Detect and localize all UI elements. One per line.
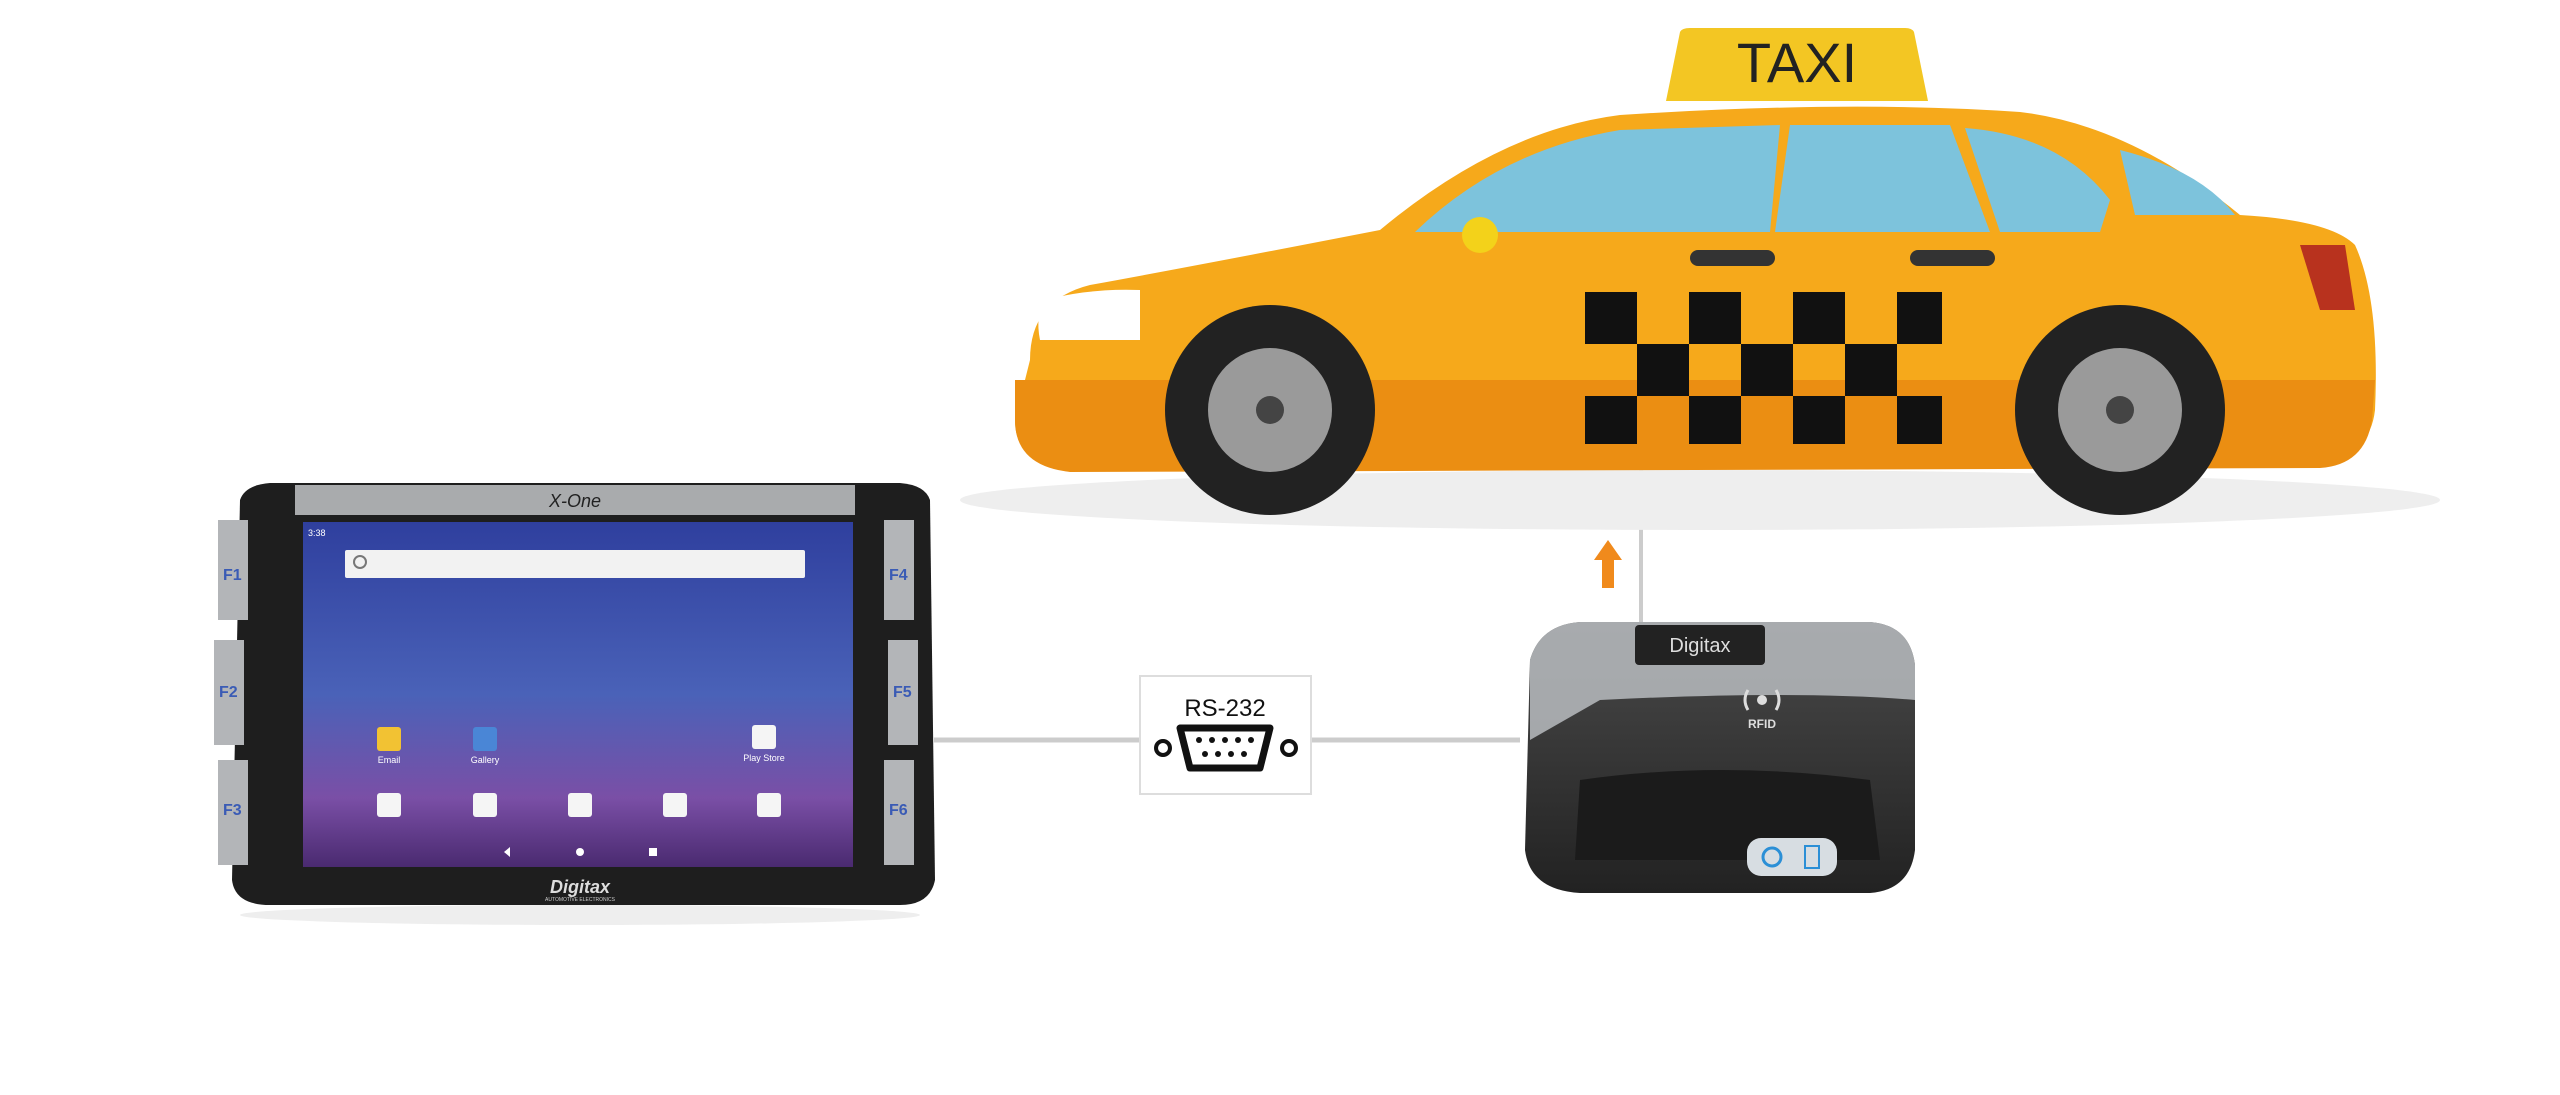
- function-keys: F1 F2 F3 F4 F5 F6: [214, 520, 918, 865]
- f6-label: F6: [889, 802, 908, 819]
- status-time: 3:38: [308, 528, 326, 538]
- nav-home-icon[interactable]: [576, 848, 584, 856]
- tablet-model-label: X-One: [548, 491, 601, 511]
- search-bar[interactable]: [345, 550, 805, 578]
- nav-recents-icon[interactable]: [649, 848, 657, 856]
- nav-back-icon[interactable]: [504, 847, 510, 857]
- rear-wheel: [2015, 305, 2225, 515]
- tablet-brand-logo: Digitax: [550, 877, 611, 897]
- taxi-car: TAXI: [960, 28, 2440, 530]
- function-key-f5[interactable]: [888, 640, 918, 745]
- app-messages-icon[interactable]: [473, 793, 497, 817]
- power-button-icon[interactable]: [1761, 846, 1783, 868]
- feed-button-icon[interactable]: [1804, 845, 1820, 869]
- function-key-f3[interactable]: [218, 760, 248, 865]
- app-gallery-label: Gallery: [471, 755, 500, 765]
- app-play-store-icon[interactable]: [752, 725, 776, 749]
- app-store-icon[interactable]: [568, 793, 592, 817]
- function-key-f1[interactable]: [218, 520, 248, 620]
- function-key-f2[interactable]: [214, 640, 244, 745]
- function-key-f6[interactable]: [884, 760, 914, 865]
- f1-label: F1: [223, 567, 242, 584]
- tablet-brand-tagline: AUTOMOTIVE ELECTRONICS: [545, 897, 616, 903]
- rfid-label: RFID: [1748, 717, 1776, 731]
- f5-label: F5: [893, 684, 912, 701]
- rs232-label: RS-232: [1184, 695, 1265, 722]
- printer-button-panel: [1747, 838, 1837, 876]
- app-email-icon[interactable]: [377, 727, 401, 751]
- app-gallery-icon[interactable]: [473, 727, 497, 751]
- rs232-connector: RS-232: [1139, 675, 1312, 795]
- function-key-f4[interactable]: [884, 520, 914, 620]
- app-camera-icon[interactable]: [757, 793, 781, 817]
- app-android-icon[interactable]: [663, 793, 687, 817]
- taxi-sign-text: TAXI: [1737, 31, 1857, 94]
- checker-pattern: [1585, 292, 1942, 444]
- f3-label: F3: [223, 802, 242, 819]
- tablet-device: X-One F1 F2 F3 F4 F5 F6 3:38 Email Galle…: [214, 483, 935, 925]
- arrow-up-icon: [1594, 540, 1622, 588]
- app-play-store-label: Play Store: [743, 753, 785, 763]
- search-icon: [353, 555, 367, 569]
- f2-label: F2: [219, 684, 238, 701]
- taxi-roof-sign: [1666, 28, 1928, 101]
- rfid-printer: Digitax RFID: [1525, 622, 1915, 893]
- db9-connector-icon: [1176, 724, 1274, 772]
- app-email-label: Email: [378, 755, 401, 765]
- printer-brand: Digitax: [1669, 635, 1730, 657]
- app-phone-icon[interactable]: [377, 793, 401, 817]
- rfid-icon: RFID: [1743, 689, 1781, 731]
- front-wheel: [1165, 305, 1375, 515]
- f4-label: F4: [889, 567, 908, 584]
